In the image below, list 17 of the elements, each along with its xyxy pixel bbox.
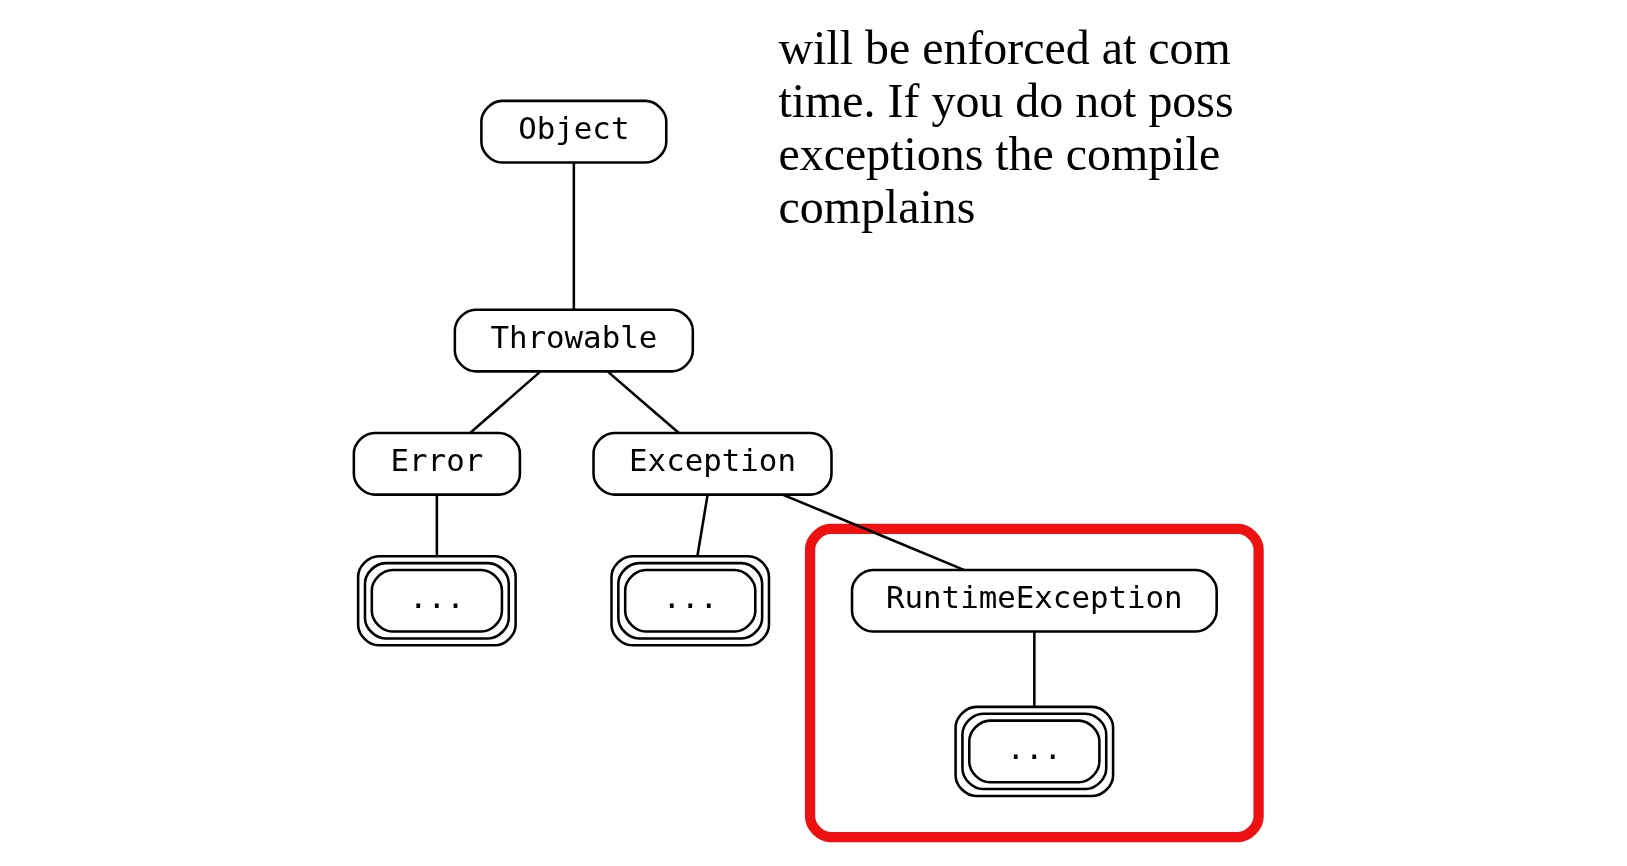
- connector: [435, 495, 439, 556]
- label: will be enforced at com time. If you do not poss exceptions the compile complains: [778, 20, 1234, 234]
- node-box: ...: [954, 705, 1115, 798]
- node-box: ...: [356, 554, 517, 647]
- node-box: Throwable: [453, 308, 695, 373]
- connector: [696, 494, 709, 557]
- node-box: Exception: [592, 431, 833, 496]
- node-box: Object: [480, 99, 668, 164]
- connector: [782, 493, 965, 571]
- connector: [572, 162, 576, 310]
- connector: [1033, 632, 1036, 707]
- node-box: RuntimeException: [850, 568, 1218, 633]
- connector: [469, 370, 541, 434]
- node-box: Error: [352, 431, 522, 496]
- connector: [607, 370, 680, 434]
- cluster: [804, 523, 1264, 843]
- node-box: ...: [610, 554, 771, 647]
